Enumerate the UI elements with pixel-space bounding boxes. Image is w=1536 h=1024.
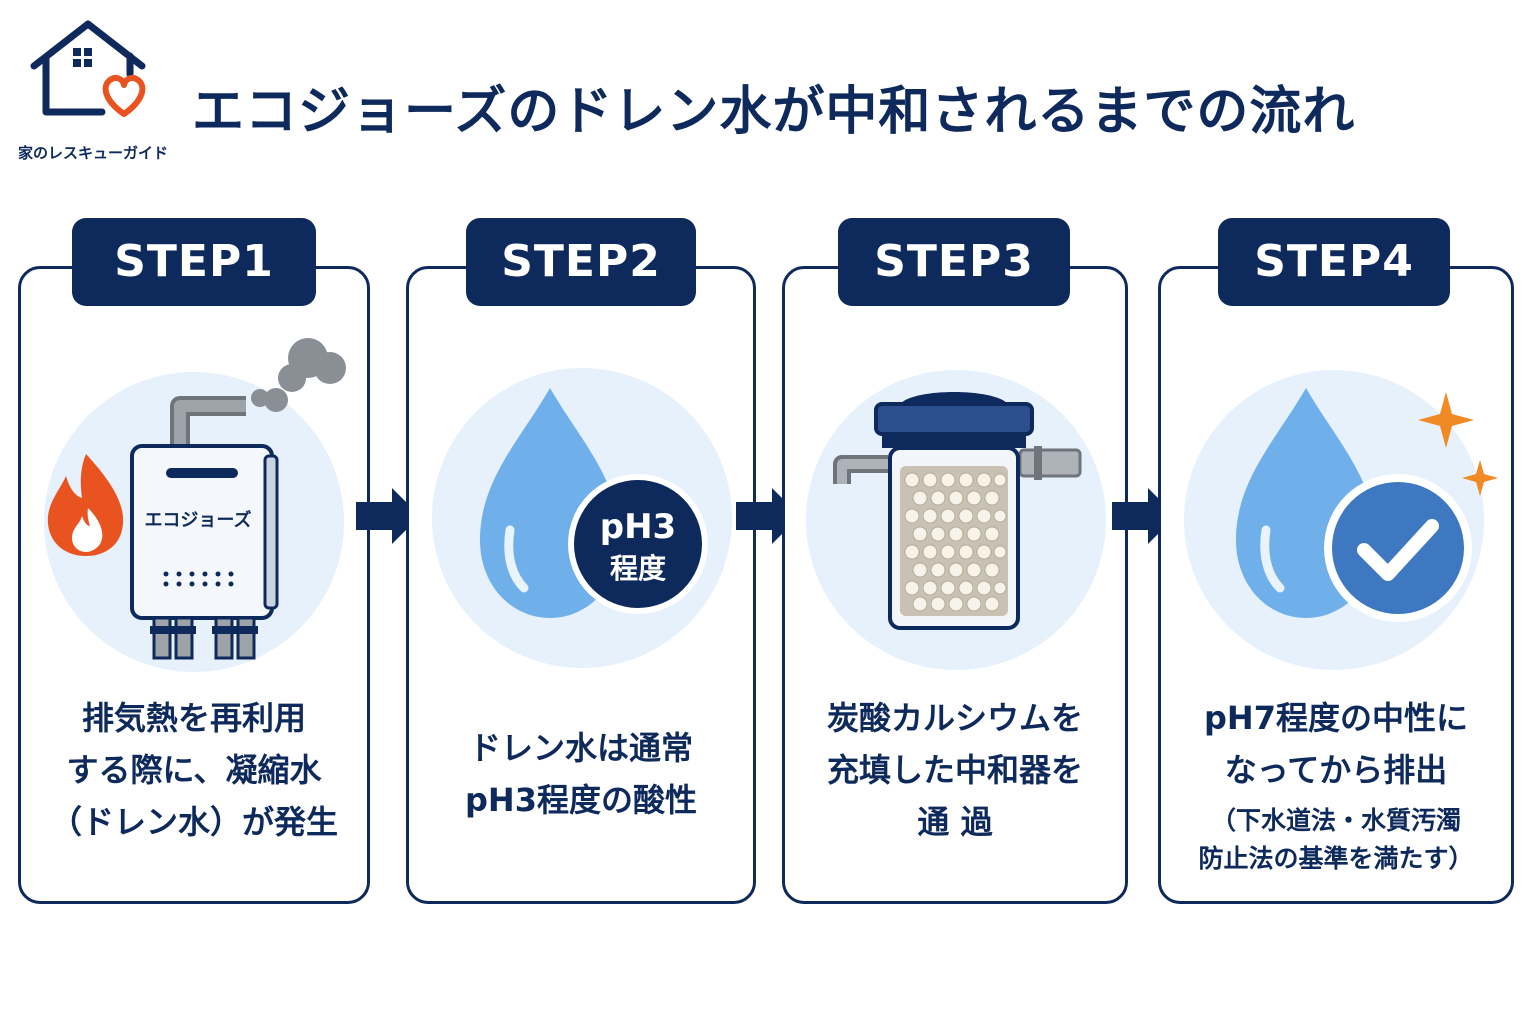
step4-note: （下水道法・水質汚濁 防止法の基準を満たす）: [1162, 802, 1510, 878]
ph3-badge: pH3 程度: [568, 474, 708, 614]
step4-note-line-1: （下水道法・水質汚濁: [1210, 806, 1461, 835]
heater-label: エコジョーズ: [144, 509, 251, 531]
step2-line-2: pH3程度の酸性: [465, 781, 697, 819]
brand-name: 家のレスキューガイド: [18, 144, 169, 162]
step1-illustration: エコジョーズ: [47, 338, 346, 660]
brand-logo: 家のレスキューガイド: [18, 18, 178, 162]
step4-line-2: なってから排出: [1224, 751, 1448, 789]
step1-label: STEP1: [72, 218, 316, 306]
step1-description: 排気熱を再利用 する際に、凝縮水 （ドレン水）が発生: [24, 692, 364, 848]
step3-line-3: 通 過: [917, 803, 993, 841]
step4-illustration: [1236, 388, 1498, 622]
step1-line-1: 排気熱を再利用: [81, 699, 306, 737]
check-icon: [1357, 519, 1439, 581]
step3-line-2: 充填した中和器を: [826, 751, 1083, 789]
arrow-right-icon: [356, 488, 420, 544]
step2-label: STEP2: [466, 218, 696, 306]
step2-illustration: pH3 程度: [480, 388, 708, 618]
sparkle-icon: [1418, 392, 1498, 496]
flame-icon: [47, 454, 124, 556]
check-badge: [1324, 474, 1472, 622]
ph3-qualifier: 程度: [610, 552, 666, 585]
step3-description: 炭酸カルシウムを 充填した中和器を 通 過: [786, 692, 1124, 848]
steam-icon: [251, 338, 346, 412]
step2-line-1: ドレン水は通常: [468, 729, 693, 767]
step1-line-3: （ドレン水）が発生: [49, 803, 338, 841]
neutralizer-filter-icon: [833, 392, 1082, 630]
house-heart-logo-icon: [30, 20, 146, 117]
page-title: エコジョーズのドレン水が中和されるまでの流れ: [192, 82, 1356, 142]
step3-label: STEP3: [838, 218, 1070, 306]
step3-line-1: 炭酸カルシウムを: [826, 699, 1083, 737]
step4-line-1: pH7程度の中性に: [1204, 699, 1468, 737]
step4-label: STEP4: [1218, 218, 1450, 306]
ph3-value: pH3: [600, 507, 676, 547]
step4-note-line-2: 防止法の基準を満たす）: [1198, 844, 1474, 873]
water-heater-icon: エコジョーズ: [130, 444, 279, 660]
step4-description: pH7程度の中性に なってから排出: [1162, 692, 1510, 796]
step1-line-2: する際に、凝縮水: [66, 751, 322, 789]
step2-description: ドレン水は通常 pH3程度の酸性: [410, 722, 752, 826]
